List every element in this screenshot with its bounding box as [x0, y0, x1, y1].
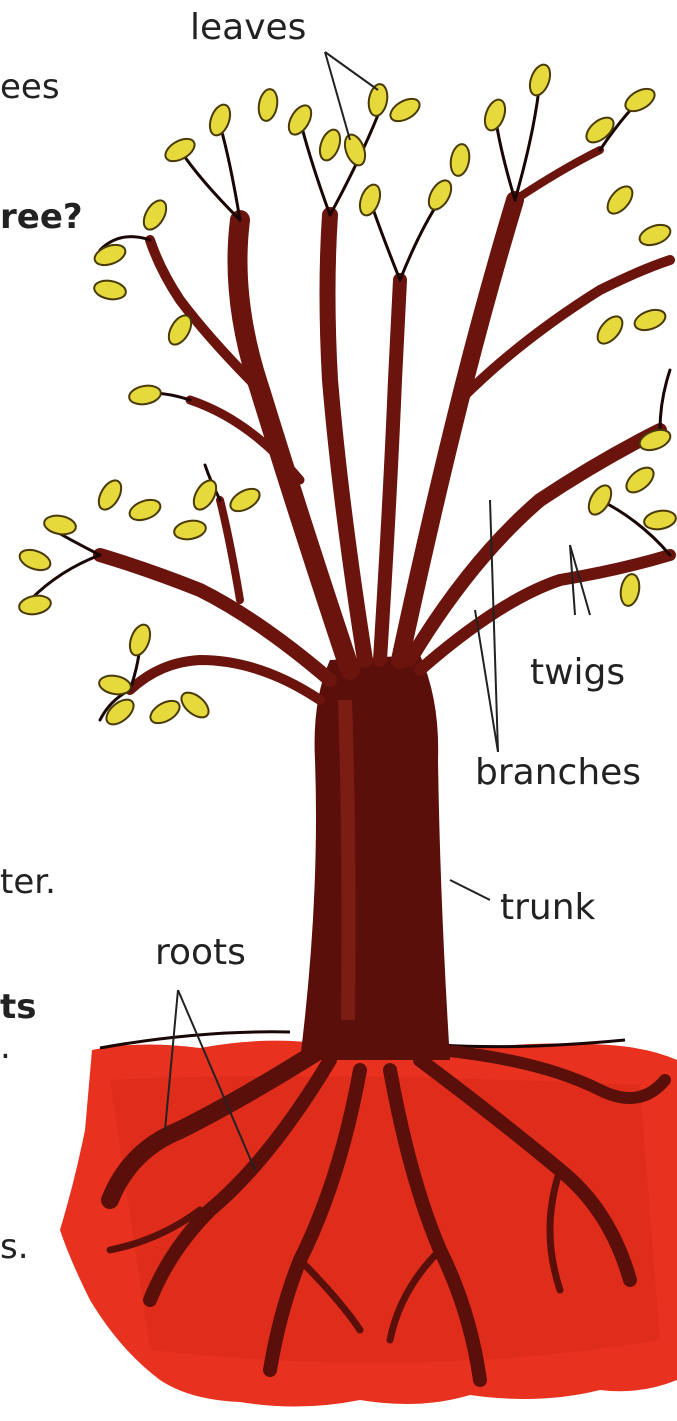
- label-trunk: trunk: [500, 890, 595, 926]
- label-roots: roots: [155, 935, 246, 971]
- label-twigs: twigs: [530, 655, 625, 691]
- text-fragment-5: .: [0, 1030, 11, 1064]
- trunk: [300, 655, 450, 1060]
- twigs-group: [30, 80, 670, 720]
- text-fragment-2: ree?: [0, 200, 83, 234]
- branches-group: [100, 150, 670, 700]
- text-fragment-6: s.: [0, 1230, 29, 1264]
- label-leaves: leaves: [190, 10, 306, 46]
- trunk-highlight: [345, 700, 349, 1020]
- text-fragment-1: ees: [0, 70, 60, 104]
- label-branches: branches: [475, 755, 641, 791]
- text-fragment-3: ter.: [0, 865, 56, 899]
- text-fragment-4: ts: [0, 990, 37, 1024]
